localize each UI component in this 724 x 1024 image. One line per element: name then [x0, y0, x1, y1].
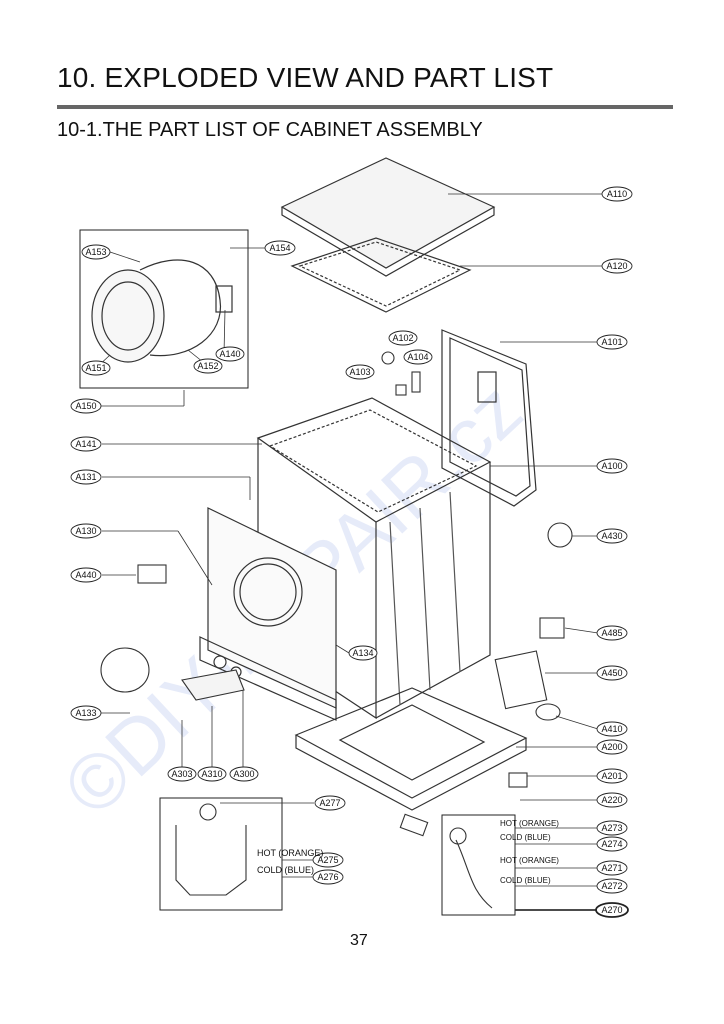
- callout-A120: A120: [601, 258, 633, 274]
- svg-text:A102: A102: [392, 333, 413, 343]
- svg-text:A303: A303: [171, 769, 192, 779]
- svg-text:A277: A277: [319, 798, 340, 808]
- svg-text:A200: A200: [601, 742, 622, 752]
- callout-A271: A271: [596, 860, 628, 876]
- callout-A140: A140: [215, 346, 245, 362]
- callout-A277: A277: [314, 795, 346, 811]
- callout-A276: A276: [312, 869, 344, 885]
- svg-text:A270: A270: [601, 905, 622, 915]
- svg-text:A273: A273: [601, 823, 622, 833]
- svg-text:A133: A133: [75, 708, 96, 718]
- svg-text:A271: A271: [601, 863, 622, 873]
- svg-text:A151: A151: [85, 363, 106, 373]
- callout-A275: A275: [312, 852, 344, 868]
- callout-A130: A130: [70, 523, 102, 539]
- callout-A100: A100: [596, 458, 628, 474]
- note-cold-right-2: COLD (BLUE): [500, 876, 551, 885]
- note-hot-left: HOT (ORANGE): [257, 848, 323, 858]
- callout-A200: A200: [596, 739, 628, 755]
- svg-text:A100: A100: [601, 461, 622, 471]
- page-title: 10. EXPLODED VIEW AND PART LIST: [57, 62, 554, 93]
- section-subtitle: 10-1.THE PART LIST OF CABINET ASSEMBLY: [57, 119, 483, 141]
- svg-text:A201: A201: [601, 771, 622, 781]
- svg-text:A154: A154: [269, 243, 290, 253]
- callout-A485: A485: [596, 625, 628, 641]
- callout-A151: A151: [81, 360, 111, 376]
- drain-hose-frame: [441, 814, 516, 916]
- svg-text:A272: A272: [601, 881, 622, 891]
- callout-A150: A150: [70, 398, 102, 414]
- callout-A101: A101: [596, 334, 628, 350]
- note-hot-right-2: HOT (ORANGE): [500, 856, 559, 865]
- callout-A410: A410: [596, 721, 628, 737]
- callout-A201: A201: [596, 768, 628, 784]
- callout-A154: A154: [264, 240, 296, 256]
- svg-text:A131: A131: [75, 472, 96, 482]
- page-number: 37: [350, 932, 368, 949]
- inlet-hose-frame: [159, 797, 283, 911]
- svg-text:A275: A275: [317, 855, 338, 865]
- callout-A303: A303: [167, 766, 197, 782]
- svg-text:A430: A430: [601, 531, 622, 541]
- drawing-top-plate: [280, 157, 496, 313]
- svg-text:A440: A440: [75, 570, 96, 580]
- svg-text:A103: A103: [349, 367, 370, 377]
- callout-A141: A141: [70, 436, 102, 452]
- svg-text:A450: A450: [601, 668, 622, 678]
- callout-A102: A102: [388, 330, 418, 346]
- svg-text:A134: A134: [352, 648, 373, 658]
- svg-text:A140: A140: [219, 349, 240, 359]
- svg-text:A310: A310: [201, 769, 222, 779]
- svg-text:A120: A120: [606, 261, 627, 271]
- svg-text:A141: A141: [75, 439, 96, 449]
- callout-A110: A110: [601, 186, 633, 202]
- drawing-cabinet: [199, 397, 492, 721]
- svg-text:A101: A101: [601, 337, 622, 347]
- svg-text:A104: A104: [407, 352, 428, 362]
- svg-text:A276: A276: [317, 872, 338, 882]
- callout-A153: A153: [81, 244, 111, 260]
- svg-text:A110: A110: [607, 189, 627, 199]
- drawing-door: [91, 259, 233, 363]
- callout-A440: A440: [70, 567, 102, 583]
- callout-A273: A273: [596, 820, 628, 836]
- leader-lines: [95, 193, 604, 911]
- svg-text:A300: A300: [233, 769, 254, 779]
- callout-A430: A430: [596, 528, 628, 544]
- callout-A274: A274: [596, 836, 628, 852]
- title-rule: [57, 105, 673, 109]
- drawing-back-panel: [441, 329, 537, 507]
- svg-text:A274: A274: [601, 839, 622, 849]
- svg-text:A410: A410: [601, 724, 622, 734]
- callout-A310: A310: [197, 766, 227, 782]
- svg-text:A150: A150: [75, 401, 96, 411]
- note-cold-left: COLD (BLUE): [257, 865, 314, 875]
- callout-A134: A134: [348, 645, 378, 661]
- svg-text:A153: A153: [85, 247, 106, 257]
- note-hot-right-1: HOT (ORANGE): [500, 819, 559, 828]
- callout-A272: A272: [596, 878, 628, 894]
- svg-text:A130: A130: [75, 526, 96, 536]
- svg-text:A152: A152: [197, 361, 218, 371]
- note-cold-right-1: COLD (BLUE): [500, 833, 551, 842]
- callout-A152: A152: [193, 358, 223, 374]
- callout-A220: A220: [596, 792, 628, 808]
- callout-A300: A300: [229, 766, 259, 782]
- callout-A104: A104: [403, 349, 433, 365]
- callout-A131: A131: [70, 469, 102, 485]
- callout-A450: A450: [596, 665, 628, 681]
- callout-A270: A270: [595, 902, 629, 918]
- svg-text:A220: A220: [601, 795, 622, 805]
- door-assembly-frame: [79, 229, 249, 389]
- svg-text:A485: A485: [601, 628, 622, 638]
- callout-A133: A133: [70, 705, 102, 721]
- drawing-misc-parts: [100, 351, 573, 909]
- drawing-base-frame: [294, 687, 528, 811]
- callout-A103: A103: [345, 364, 375, 380]
